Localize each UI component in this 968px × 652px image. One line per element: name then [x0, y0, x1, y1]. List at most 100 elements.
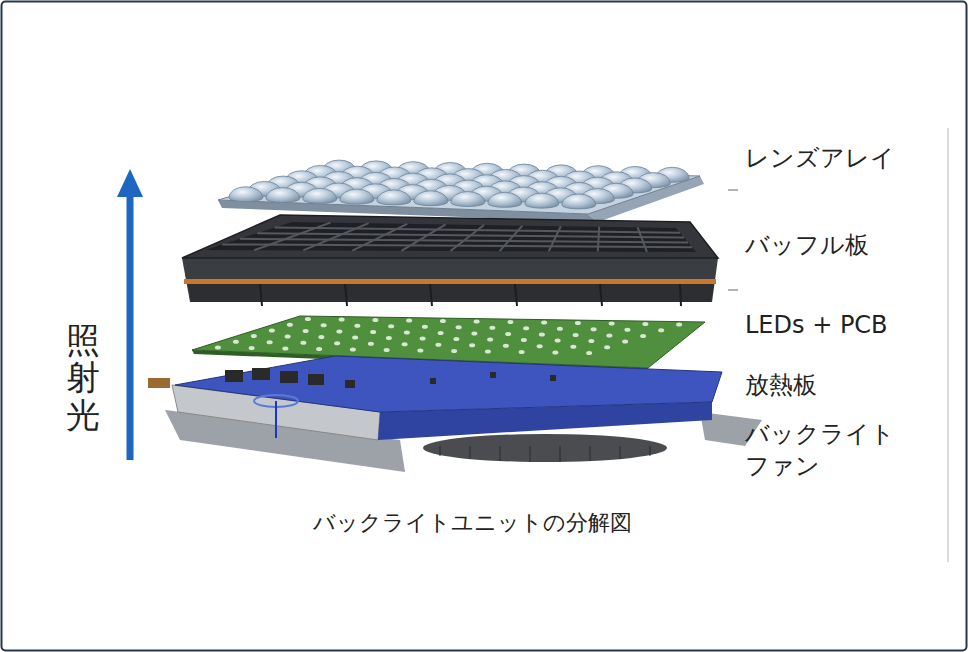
led — [503, 344, 509, 348]
fan — [423, 434, 667, 462]
led — [676, 323, 682, 327]
led — [438, 331, 444, 335]
caption: バックライトユニットの分解図 — [313, 508, 632, 538]
lens-dome — [562, 194, 596, 209]
components — [225, 368, 556, 388]
grid-line — [222, 244, 692, 247]
led — [282, 346, 288, 350]
led — [249, 346, 255, 350]
grid-line — [549, 226, 561, 251]
lens-plate — [218, 168, 700, 214]
led — [251, 334, 257, 338]
led — [489, 326, 495, 330]
led — [451, 349, 457, 353]
led — [422, 325, 428, 329]
part-label: 放熱板 — [745, 369, 817, 401]
lens-dome — [266, 188, 300, 203]
led — [505, 332, 511, 336]
led — [537, 344, 543, 348]
lens-dome — [414, 191, 448, 206]
led — [552, 350, 558, 354]
led — [215, 345, 221, 349]
light-arrow — [127, 194, 134, 460]
grid-line — [275, 228, 680, 233]
tick — [728, 189, 738, 191]
led — [316, 347, 322, 351]
led — [269, 328, 275, 332]
led — [555, 339, 561, 343]
part-label: バッフル板 — [745, 229, 869, 261]
tick — [728, 289, 738, 291]
arrow-head — [117, 169, 143, 197]
led — [233, 340, 239, 344]
led — [303, 329, 309, 333]
lens-dome — [451, 192, 485, 207]
heatsink-top — [175, 356, 722, 412]
led — [368, 342, 374, 346]
led — [523, 326, 529, 330]
part-label: LEDs + PCB — [745, 309, 888, 341]
lens-dome — [303, 188, 337, 203]
led — [402, 342, 408, 346]
led — [588, 339, 594, 343]
led — [507, 320, 513, 324]
grid-line — [500, 226, 523, 252]
led — [642, 322, 648, 326]
grid-line — [451, 225, 485, 251]
led — [640, 334, 646, 338]
led — [539, 332, 545, 336]
baffle-lower — [188, 284, 714, 302]
lens-dome — [377, 190, 411, 205]
vertical-label: 照射光 — [66, 322, 100, 434]
led — [300, 341, 306, 345]
led — [417, 348, 423, 352]
led — [519, 350, 525, 354]
led — [456, 325, 462, 329]
led — [321, 323, 327, 327]
led — [541, 321, 547, 325]
baffle-front — [182, 258, 718, 302]
lens-dome — [229, 187, 263, 202]
led — [318, 335, 324, 339]
grid-line — [240, 239, 688, 243]
lens-dome — [488, 192, 522, 207]
led — [352, 336, 358, 340]
led — [573, 333, 579, 337]
grid-line — [254, 223, 330, 251]
led — [624, 328, 630, 332]
lens-dome — [340, 189, 374, 204]
led — [609, 322, 615, 326]
led — [334, 341, 340, 345]
part-label: レンズアレイ — [745, 142, 895, 174]
led — [575, 321, 581, 325]
led — [354, 324, 360, 328]
led — [606, 333, 612, 337]
led — [570, 345, 576, 349]
led — [339, 318, 345, 322]
led — [521, 338, 527, 342]
grid-line — [638, 227, 647, 251]
led — [267, 340, 273, 344]
led — [591, 327, 597, 331]
led-array — [215, 317, 682, 355]
lens-domes — [229, 160, 689, 209]
led — [622, 340, 628, 344]
led — [485, 349, 491, 353]
led — [557, 327, 563, 331]
baffle-grid — [222, 223, 692, 252]
fan-fins — [440, 446, 650, 462]
led — [420, 337, 426, 341]
led — [370, 330, 376, 334]
led — [336, 329, 342, 333]
led — [404, 330, 410, 334]
led — [474, 320, 480, 324]
grid-line — [257, 233, 684, 237]
lens-dome — [525, 193, 559, 208]
led — [453, 337, 459, 341]
divider-line — [947, 128, 949, 562]
part-label: バックライト ファン — [745, 418, 920, 482]
led — [435, 343, 441, 347]
led — [285, 335, 291, 339]
led — [350, 347, 356, 351]
